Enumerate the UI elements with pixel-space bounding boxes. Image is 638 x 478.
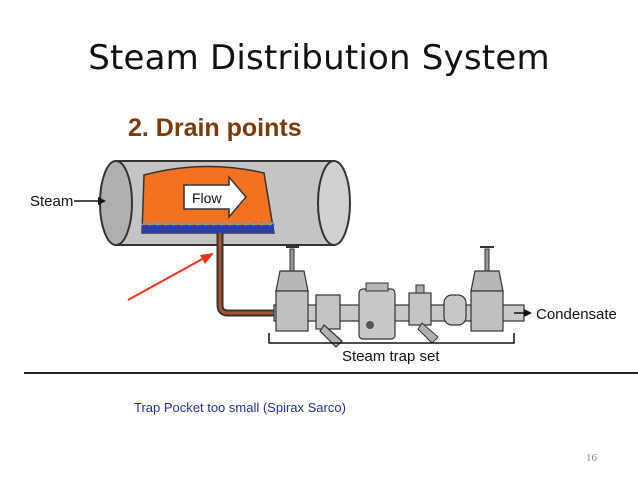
page-number: 16	[586, 452, 597, 464]
isolation-valve-left	[275, 246, 309, 332]
strainer	[315, 294, 343, 348]
slide-title: Steam Distribution System	[88, 38, 550, 78]
slide-subtitle: 2. Drain points	[128, 114, 302, 142]
condensate-arrow-head	[524, 309, 532, 317]
drain-pocket-line	[216, 233, 274, 317]
check-valve	[443, 294, 467, 326]
diagram-svg: Flow Steam	[30, 160, 617, 365]
divider-line	[24, 372, 638, 374]
caption: Trap Pocket too small (Spirax Sarco)	[134, 400, 346, 415]
drain-point-diagram: Flow Steam	[24, 155, 638, 373]
steam-pointer-head	[98, 197, 106, 205]
trap-set-bracket	[268, 333, 515, 344]
flow-label: Flow	[192, 190, 222, 206]
red-pointer-arrow	[127, 253, 214, 301]
steam-label: Steam	[30, 193, 73, 210]
trap-set-label: Steam trap set	[342, 348, 440, 365]
steam-main-pipe	[99, 160, 351, 246]
sight-glass	[408, 284, 439, 344]
isolation-valve-right	[470, 246, 504, 332]
steam-trap	[358, 282, 396, 340]
condensate-label: Condensate	[536, 306, 617, 323]
flow-arrow: Flow	[183, 174, 247, 220]
